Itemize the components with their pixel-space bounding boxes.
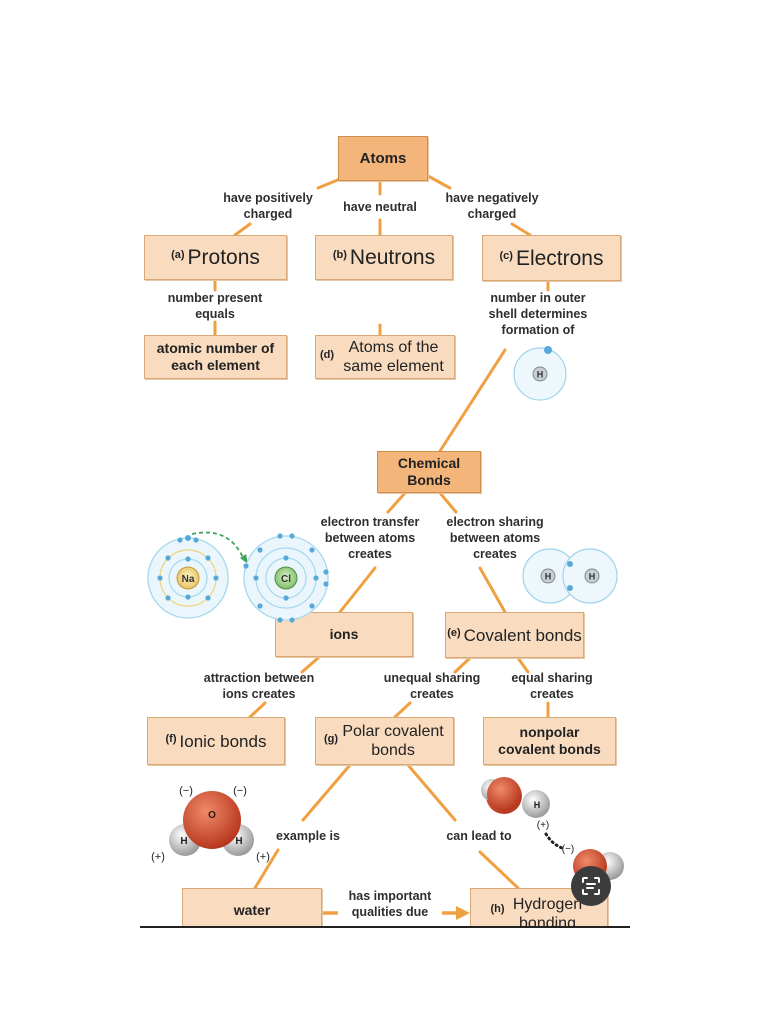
nonpolar-covalent-label: nonpolar covalent bonds [498,724,601,757]
text-scan-icon [582,877,600,895]
hydrogen-molecule-icon: H H [522,548,618,604]
water-h-right: H [235,836,242,847]
hbond-plus: (+) [537,820,550,831]
protons-label: Protons [187,246,260,269]
polar-covalent-label: Polar covalent bonds [342,723,444,759]
atomic-number-label: atomic number of each element [156,340,275,373]
link-neutral: have neutral [343,200,417,214]
neutrons-box: (b) Neutrons [315,235,453,280]
chemical-bonds-box: Chemical Bonds [377,451,481,493]
hydrogen-symbol-left: H [545,572,552,582]
neutrons-tag: (b) [332,249,347,261]
covalent-bonds-label: Covalent bonds [463,625,582,645]
sodium-symbol: Na [182,574,195,585]
water-h-left: H [180,836,187,847]
electrons-tag: (c) [499,249,513,262]
same-element-tag: (d) [320,348,335,361]
link-positively-charged: have positively charged [223,191,313,221]
hbond-minus: (−) [562,844,575,855]
hydrogen-bonding-tag: (h) [490,903,505,915]
hbond-h-top: H [534,800,541,810]
link-negatively-charged: have negatively charged [445,191,539,221]
ions-box: ions [275,612,413,657]
chlorine-symbol: Cl [281,574,291,585]
ionic-bonds-tag: (f) [165,732,177,745]
chlorine-atom: Cl [243,533,329,623]
water-box: water [182,888,322,932]
lens-button[interactable] [571,866,611,906]
link-equal-sharing: equal sharing creates [511,671,593,701]
link-number-equals: number present equals [167,291,263,321]
hydrogen-atom-icon: H [513,346,567,401]
protons-box: (a) Protons [144,235,287,280]
chemical-bonds-label: Chemical Bonds [397,455,461,488]
link-attraction: attraction between ions creates [203,671,315,701]
atoms-box: Atoms [338,136,428,181]
link-electron-sharing: electron sharing between atoms creates [446,515,544,561]
link-electron-transfer: electron transfer between atoms creates [320,515,420,561]
page-bottom-margin [140,928,630,1024]
water-label: water [233,902,271,918]
ionic-bonds-box: (f) Ionic bonds [147,717,285,765]
polar-covalent-tag: (g) [324,732,339,745]
neutrons-label: Neutrons [349,246,436,269]
covalent-bonds-box: (e) Covalent bonds [445,612,584,658]
polar-covalent-box: (g) Polar covalent bonds [315,717,454,765]
electrons-box: (c) Electrons [482,235,621,281]
link-unequal-sharing: unequal sharing creates [383,671,481,701]
protons-tag: (a) [171,249,185,261]
partial-positive-left: (+) [151,851,165,863]
image-bottom-edge [140,926,630,928]
electrons-label: Electrons [515,246,604,270]
hydrogen-bonding-box: (h) Hydrogen bonding [470,888,608,932]
covalent-bonds-tag: (e) [447,626,461,639]
arrow-water-to-hbond [322,906,470,920]
sodium-chloride-icon: Na Cl [147,531,329,623]
oxygen-symbol: O [208,810,216,821]
link-important-qualities: has important qualities due [348,889,432,919]
water-molecule-icon: O H H (−) (−) (+) (+) [151,785,270,863]
link-example-is: example is [276,829,340,843]
ions-label: ions [329,626,359,642]
atoms-label: Atoms [359,150,407,167]
ionic-bonds-label: Ionic bonds [179,731,267,751]
sodium-atom: Na [147,535,229,619]
nonpolar-covalent-box: nonpolar covalent bonds [483,717,616,765]
atomic-number-box: atomic number of each element [144,335,287,379]
same-element-label: Atoms of the same element [343,339,444,375]
partial-negative-right: (−) [233,785,247,797]
partial-positive-right: (+) [256,851,270,863]
same-element-box: (d) Atoms of the same element [315,335,455,379]
hydrogen-symbol: H [537,370,544,380]
link-outer-shell: number in outer shell determines formati… [488,291,588,337]
hydrogen-symbol-right: H [589,572,596,582]
link-can-lead-to: can lead to [446,829,512,843]
partial-negative-left: (−) [179,785,193,797]
